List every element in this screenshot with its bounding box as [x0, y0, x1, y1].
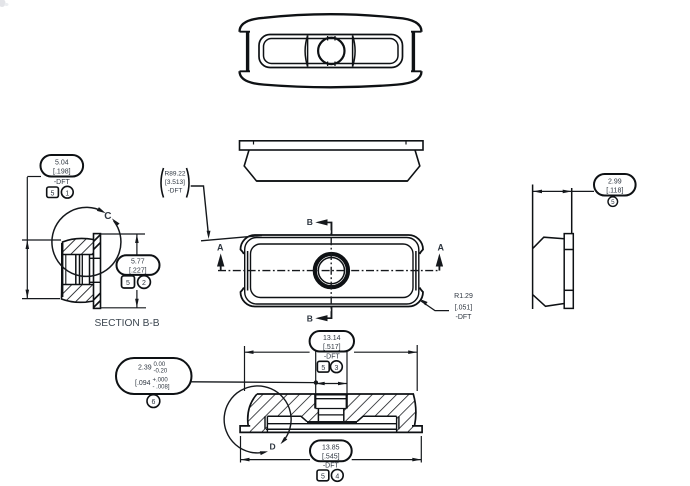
svg-text:+.000: +.000 — [153, 378, 169, 384]
svg-text:13.85: 13.85 — [322, 444, 340, 451]
svg-text:5: 5 — [321, 365, 325, 372]
svg-text:-DFT: -DFT — [54, 179, 71, 186]
svg-text:R89.22: R89.22 — [165, 171, 186, 178]
svg-text:[.227]: [.227] — [129, 268, 147, 275]
svg-text:SECTION B-B: SECTION B-B — [95, 318, 160, 329]
svg-text:-DFT: -DFT — [168, 188, 183, 195]
svg-text:2.39: 2.39 — [138, 365, 152, 372]
svg-text:[.118]: [.118] — [606, 188, 623, 195]
svg-text:5.77: 5.77 — [131, 259, 145, 266]
svg-text:[.198]: [.198] — [53, 169, 71, 176]
svg-text:2: 2 — [142, 280, 146, 287]
svg-text:6: 6 — [151, 399, 155, 406]
svg-text:3: 3 — [334, 365, 338, 372]
svg-text:A: A — [217, 243, 224, 253]
svg-text:B: B — [307, 314, 313, 324]
svg-text:-0.20: -0.20 — [154, 369, 168, 375]
svg-text:5: 5 — [321, 474, 325, 481]
svg-text:-DFT: -DFT — [323, 463, 340, 470]
svg-text:[.094: [.094 — [135, 380, 151, 387]
svg-text:C: C — [104, 211, 111, 222]
svg-text:B: B — [307, 217, 313, 227]
svg-text:-DFT: -DFT — [324, 354, 341, 361]
svg-text:[.051]: [.051] — [455, 305, 473, 312]
svg-text:[.545]: [.545] — [322, 453, 340, 460]
svg-text:- .008]: - .008] — [153, 385, 170, 391]
svg-text:5: 5 — [51, 190, 55, 197]
svg-text:1: 1 — [65, 190, 69, 197]
svg-text:[.517]: [.517] — [323, 344, 341, 351]
svg-text:4: 4 — [335, 474, 339, 481]
svg-text:13.14: 13.14 — [323, 335, 341, 342]
svg-text:5: 5 — [611, 199, 615, 206]
svg-text:R1.29: R1.29 — [454, 293, 473, 300]
svg-text:5: 5 — [126, 280, 130, 287]
svg-text:A: A — [438, 243, 445, 253]
svg-text:D: D — [270, 442, 276, 452]
svg-text:2.99: 2.99 — [608, 179, 622, 186]
svg-text:-DFT: -DFT — [456, 314, 473, 321]
svg-text:[3.513]: [3.513] — [165, 179, 185, 186]
svg-text:0.00: 0.00 — [154, 362, 166, 368]
svg-text:5.04: 5.04 — [55, 160, 69, 167]
